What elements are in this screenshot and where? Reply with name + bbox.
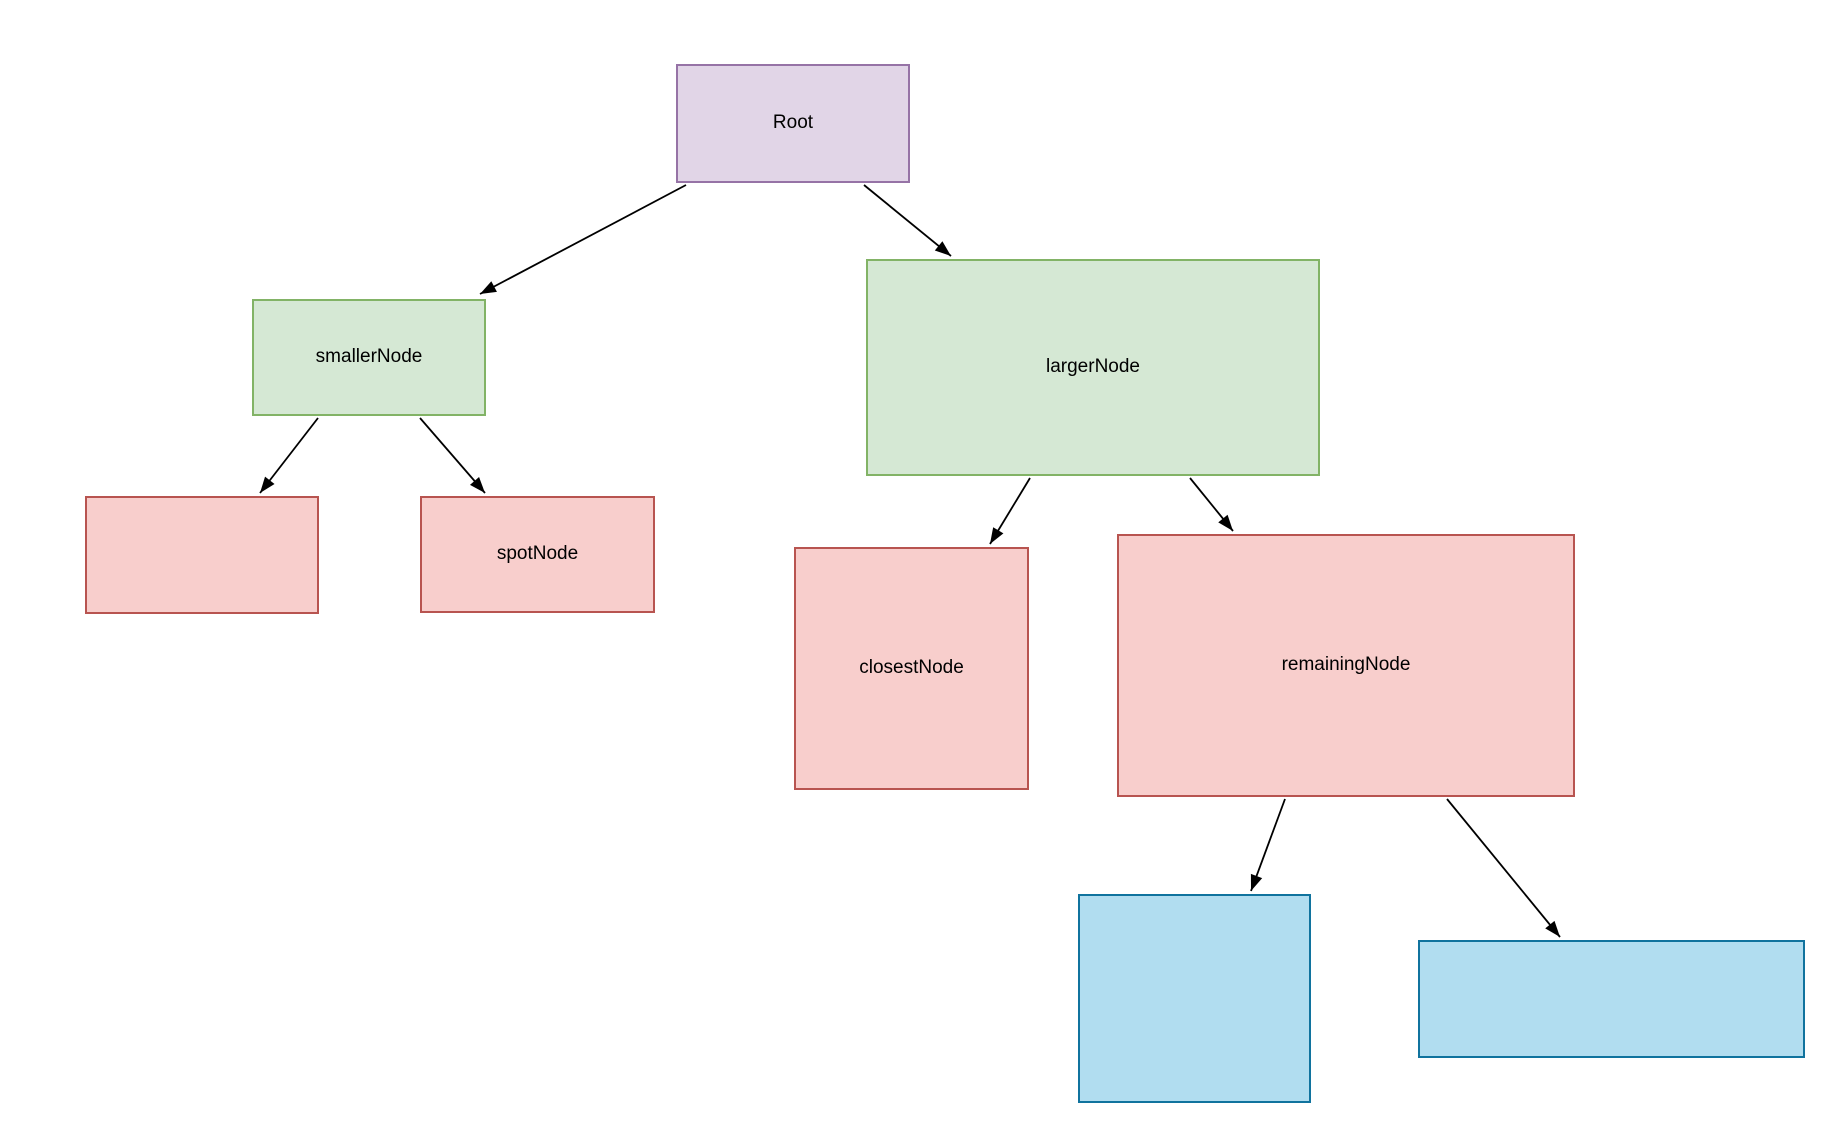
node-larger-node[interactable]: largerNode (866, 259, 1320, 476)
node-remaining-node-label: remainingNode (1281, 654, 1411, 676)
edge-largernode-remainingnode[interactable] (1189, 477, 1234, 532)
node-root-label: Root (772, 112, 814, 134)
edge-remainingnode-blueleaf1[interactable] (1250, 798, 1286, 892)
node-smaller-node[interactable]: smallerNode (252, 299, 486, 416)
node-spot-node-label: spotNode (496, 543, 579, 565)
node-blue-leaf-1[interactable] (1078, 894, 1311, 1103)
edge-smallernode-spotnode[interactable] (419, 417, 486, 494)
node-root[interactable]: Root (676, 64, 910, 183)
edge-smallernode-leftleaf[interactable] (259, 417, 319, 494)
edge-remainingnode-blueleaf2[interactable] (1446, 798, 1561, 938)
node-larger-node-label: largerNode (1046, 356, 1140, 378)
node-blue-leaf-2[interactable] (1418, 940, 1805, 1058)
edge-root-largernode[interactable] (863, 184, 952, 257)
edge-root-smallernode[interactable] (479, 184, 687, 295)
node-closest-node[interactable]: closestNode (794, 547, 1029, 790)
node-left-leaf[interactable] (85, 496, 319, 614)
edge-largernode-closestnode[interactable] (989, 477, 1031, 545)
node-closest-node-label: closestNode (859, 657, 964, 679)
node-remaining-node[interactable]: remainingNode (1117, 534, 1575, 797)
node-spot-node[interactable]: spotNode (420, 496, 655, 613)
node-smaller-node-label: smallerNode (315, 346, 423, 368)
